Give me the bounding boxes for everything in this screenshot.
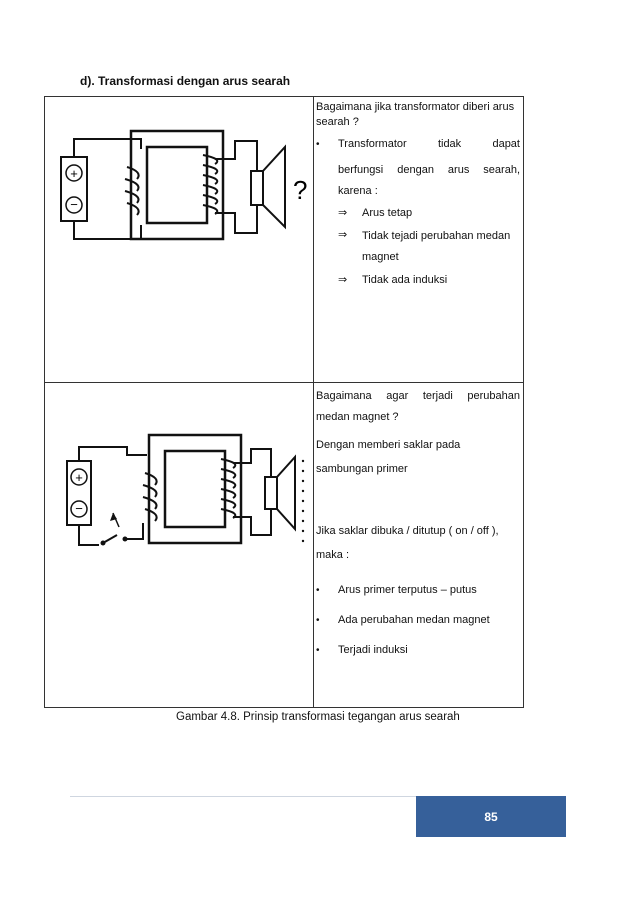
- row2-question: Bagaimana agar terjadi perubahan medan m…: [316, 390, 520, 423]
- bullet-icon: •: [316, 645, 320, 656]
- minus-icon: −: [70, 197, 78, 212]
- row1-question: Bagaimana jika transformator diberi arus…: [316, 101, 515, 128]
- column-divider: [313, 97, 314, 707]
- figure-caption: Gambar 4.8. Prinsip transformasi teganga…: [176, 711, 460, 723]
- row-divider: [45, 382, 523, 383]
- explanation-table: + − ? + −: [44, 96, 524, 708]
- bullet-icon: •: [316, 139, 320, 150]
- bullet-word-1: Transformator: [338, 138, 407, 150]
- row2-bullet-3: • Terjadi induksi: [316, 641, 520, 660]
- dc-transformer-diagram: + − ?: [60, 129, 307, 241]
- question-mark: ?: [293, 175, 307, 205]
- plus-icon: +: [75, 470, 83, 485]
- minus-icon: −: [75, 501, 83, 516]
- row1-bullet: • Transformator tidak dapat berfungsi de…: [316, 135, 520, 201]
- page-number-box: 85: [416, 796, 566, 837]
- bullet-line-2: berfungsi dengan arus searah,: [338, 164, 520, 176]
- footer-rule: [70, 796, 416, 797]
- arrow-icon: ⇒: [338, 207, 348, 219]
- bullet-icon: •: [316, 585, 320, 596]
- bullet-word-2: tidak: [437, 138, 462, 150]
- bullet-word-3: dapat: [492, 138, 520, 150]
- row1-text: Bagaimana jika transformator diberi arus…: [316, 98, 520, 290]
- bullet-line-3: karena :: [338, 185, 378, 197]
- arrow-item-2: ⇒ Tidak tejadi perubahan medan magnet: [336, 226, 520, 268]
- row2-bullet-1: • Arus primer terputus – putus: [316, 581, 520, 600]
- arrow-icon: ⇒: [338, 274, 348, 286]
- arrow-item-3: ⇒ Tidak ada induksi: [336, 271, 520, 290]
- switched-transformer-diagram: + −: [66, 433, 305, 546]
- row2-bullet-2: • Ada perubahan medan magnet: [316, 611, 520, 630]
- arrow-icon: ⇒: [338, 229, 348, 241]
- section-heading: d). Transformasi dengan arus searah: [80, 74, 291, 88]
- page-number: 85: [484, 809, 498, 824]
- row2-answer: Dengan memberi saklar pada sambungan pri…: [316, 439, 461, 475]
- arrow-item-1: ⇒ Arus tetap: [336, 204, 520, 223]
- bullet-icon: •: [316, 615, 320, 626]
- plus-icon: +: [70, 166, 78, 181]
- row2-text: Bagaimana agar terjadi perubahan medan m…: [316, 386, 520, 660]
- row2-condition: Jika saklar dibuka / ditutup ( on / off …: [316, 525, 499, 561]
